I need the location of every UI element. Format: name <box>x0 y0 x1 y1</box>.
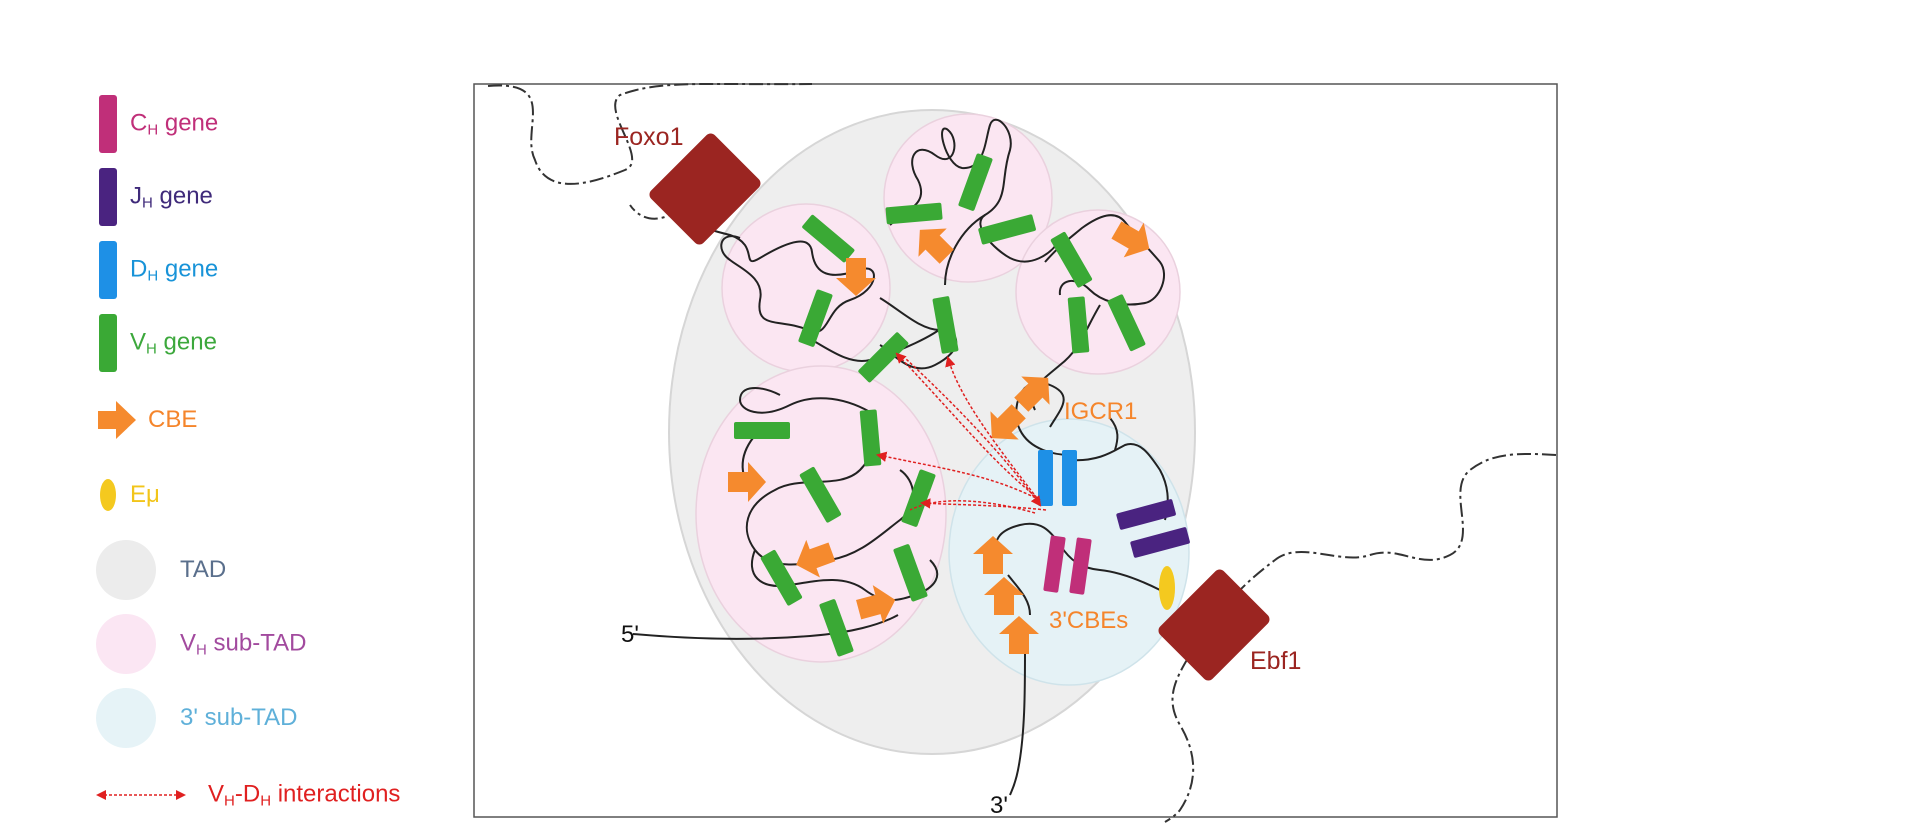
subtad-3prime <box>948 418 1190 686</box>
legend-item-emu: Eμ <box>96 465 476 525</box>
ebf1-label: Ebf1 <box>1250 647 1301 675</box>
legend-symbol-dh <box>99 241 117 299</box>
legend-label-tad: TAD <box>180 556 227 583</box>
legend-symbol-inter <box>96 785 186 810</box>
foxo1-anchor <box>649 133 761 245</box>
vh-genes <box>734 153 1146 657</box>
cbes3-label: 3'CBEs <box>1049 607 1128 634</box>
legend-symbol-jh <box>99 168 117 226</box>
legend-symbol-ch <box>99 95 117 153</box>
legend-item-cbe: CBE <box>96 390 476 450</box>
legend-item-jh: JH gene <box>96 167 476 227</box>
legend-item-dh: DH gene <box>96 240 476 300</box>
legend-label-cbe: CBE <box>148 406 198 433</box>
legend-symbol-cbe <box>96 399 138 446</box>
cbe-sites <box>728 221 1150 654</box>
legend-label-sub3: 3' sub-TAD <box>180 704 298 731</box>
legend-label-dh: DH gene <box>130 255 219 285</box>
legend-item-vhsub: VH sub-TAD <box>96 614 476 674</box>
vh-subtad-4 <box>695 365 947 663</box>
legend-label-emu: Eμ <box>130 481 160 508</box>
legend-item-ch: CH gene <box>96 94 476 154</box>
legend-label-vhsub: VH sub-TAD <box>180 629 307 659</box>
anchors <box>649 133 1270 681</box>
igcr1-label: IGCR1 <box>1064 398 1137 425</box>
ch-genes <box>1043 535 1092 595</box>
vh-dh-interactions <box>875 352 1047 514</box>
legend-symbol-sub3 <box>96 688 156 748</box>
legend-label-inter: VH-DH interactions <box>208 780 401 810</box>
legend-label-vh: VH gene <box>130 328 217 358</box>
legend-label-ch: CH gene <box>130 109 219 139</box>
legend-item-tad: TAD <box>96 540 476 600</box>
legend-item-vh: VH gene <box>96 313 476 373</box>
domains <box>668 109 1196 755</box>
emu-enhancer <box>1159 566 1175 610</box>
vh-subtad-3 <box>1015 209 1181 375</box>
legend-symbol-tad <box>96 540 156 600</box>
legend-symbol-vhsub <box>96 614 156 674</box>
five-prime-label: 5' <box>621 621 639 648</box>
legend-label-jh: JH gene <box>130 182 213 212</box>
jh-genes <box>1116 499 1190 558</box>
ebf1-anchor <box>1158 569 1270 681</box>
legend-symbol-vh <box>99 314 117 372</box>
legend-symbol-emu <box>100 479 116 511</box>
legend-item-sub3: 3' sub-TAD <box>96 688 476 748</box>
foxo1-label: Foxo1 <box>614 123 683 151</box>
three-prime-label: 3' <box>990 792 1008 819</box>
dh-genes <box>1038 450 1077 506</box>
legend-item-inter: VH-DH interactions <box>96 765 476 825</box>
